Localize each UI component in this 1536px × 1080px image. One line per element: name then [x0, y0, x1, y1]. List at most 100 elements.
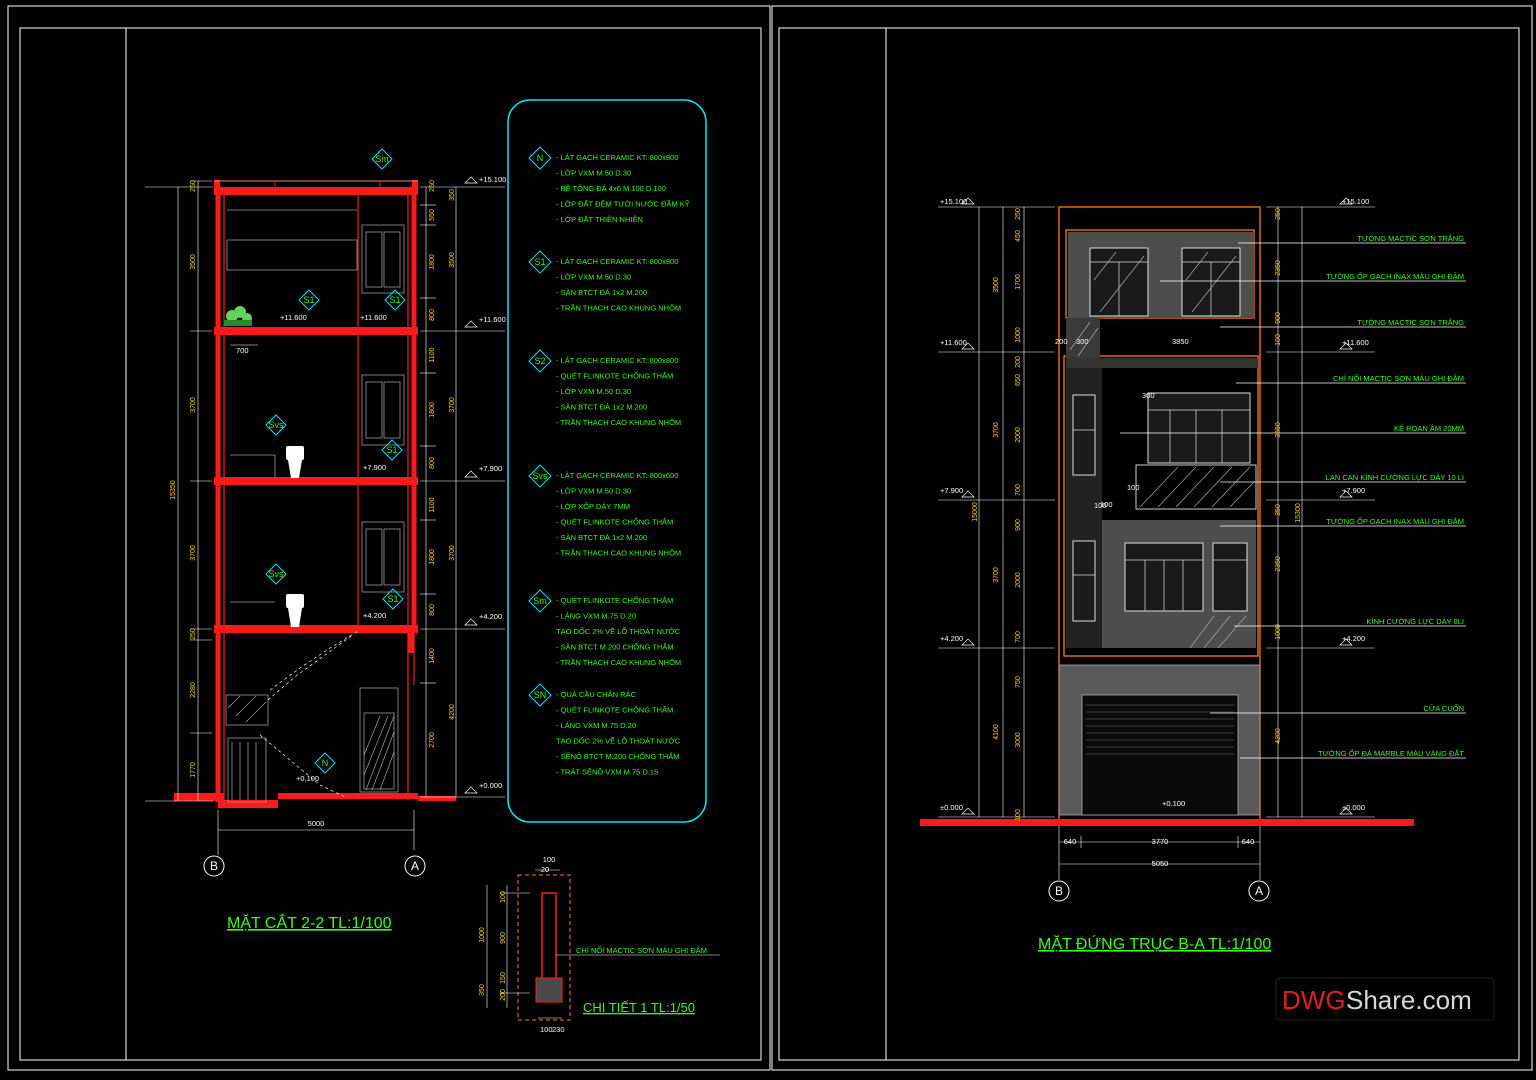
section-title: MẶT CẮT 2-2 TL:1/100 [227, 913, 392, 932]
dimension-width: 5000 [308, 819, 325, 828]
watermark-dwg: DWG [1282, 985, 1346, 1015]
dimension-text: 200 [1015, 356, 1022, 368]
dimension-text: 100 [543, 855, 556, 864]
elevation-note: KẺ ROAN ÂM 20MM [1394, 424, 1464, 433]
dimension-text: 350 [449, 189, 456, 201]
dimension-text: 100 [1015, 809, 1022, 821]
elevation-note: LAN CAN KÍNH CƯỜNG LỰC DÀY 10 LI [1326, 473, 1464, 482]
elevation-note: CHỈ NỐI MACTIC SƠN MÀU GHI ĐẬM [1333, 373, 1464, 383]
legend-line: - SÊNÔ BTCT M.200 CHỐNG THẤM [556, 751, 680, 761]
legend-line: - LÁT GẠCH CERAMIC KT: 800x800 [556, 257, 678, 266]
level-mark-right: +15.100 [1342, 197, 1369, 206]
dimension-text: 900 [1015, 519, 1022, 531]
dimension-total: 5050 [1152, 859, 1169, 868]
dimension-text: 650 [1015, 374, 1022, 386]
level-mark-inner: +11.600 [280, 313, 307, 322]
material-tag-label: Sm [375, 154, 389, 164]
legend-line: - LỚP ĐẤT THIÊN NHIÊN [556, 214, 643, 224]
dimension-text: 750 [1015, 676, 1022, 688]
detail-drawing: CHỈ NỐI MACTIC SƠN MÀU GHI ĐẬM1002010090… [479, 855, 720, 1034]
legend-line: - LÁT GẠCH CERAMIC KT: 800x800 [556, 356, 678, 365]
legend-line: TẠO DỐC 2% VỀ LỖ THOÁT NƯỚC [556, 736, 681, 746]
dimension-text: 2700 [429, 732, 436, 748]
legend-line: - TRẦN THẠCH CAO KHUNG NHÔM [556, 657, 681, 667]
level-mark: +7.900 [479, 464, 502, 473]
material-tag-label: N [322, 758, 329, 768]
dimension-text: 800 [429, 604, 436, 616]
material-tag [382, 588, 404, 610]
axis-bubble [203, 855, 225, 877]
legend-line: - LỚP VXM M.50 D.30 [556, 169, 631, 178]
legend-box: N- LÁT GẠCH CERAMIC KT: 800x800- LỚP VXM… [507, 99, 707, 823]
toilet-icon [286, 446, 304, 627]
legend-tag-label: S1 [534, 257, 545, 267]
elevation-title: MẶT ĐỨNG TRỤC B-A TL:1/100 [1038, 934, 1271, 953]
legend-line: - LÁNG VXM M.75 D.20 [556, 721, 636, 730]
material-tag [265, 414, 287, 436]
material-tag-label: S1 [387, 594, 398, 604]
section-drawing: SmS1S1SvsS1SvsS1N+15.100+11.600+7.900+4.… [145, 148, 506, 877]
dimension-inner: 300 [1142, 391, 1155, 400]
dimension-inner: 100 [1100, 500, 1113, 509]
level-mark-right: +7.900 [1342, 486, 1365, 495]
floor-slabs [174, 180, 456, 808]
dimension-text: 1770 [190, 762, 197, 778]
dimension-total: 15350 [170, 480, 177, 500]
dimension-text: 900 [1275, 312, 1282, 324]
dimension-text: 200 [500, 989, 507, 1001]
level-mark-inner: +0.100 [1162, 799, 1185, 808]
dimension-text: 4100 [993, 724, 1000, 740]
material-tag-label: Svs [268, 569, 284, 579]
dimension-text: 3500 [993, 277, 1000, 293]
material-tag-label: S1 [303, 295, 314, 305]
legend-line: - LÁNG VXM M.75 D.20 [556, 612, 636, 621]
dimension-text: 700 [1015, 631, 1022, 643]
dimension-text: 1800 [429, 549, 436, 565]
dimension-text: 550 [429, 209, 436, 221]
dimension-text: 640 [1242, 837, 1255, 846]
dimension-text: 250 [429, 180, 436, 192]
axis-label-b: B [210, 859, 218, 873]
axis-label-a: A [1255, 884, 1263, 898]
dimension-inner: 100 [1094, 501, 1107, 510]
level-mark-right: +4.200 [1342, 634, 1365, 643]
dimension-text: 3700 [993, 567, 1000, 583]
dimension-text: 1800 [429, 254, 436, 270]
material-tag [384, 289, 406, 311]
dimension-text: 800 [429, 457, 436, 469]
dimension-text: 2350 [1275, 556, 1282, 572]
legend-line: - SÀN BTCT ĐÁ 1x2 M.200 [556, 533, 647, 542]
level-mark-inner: +11.600 [360, 313, 387, 322]
watermark-share: Share.com [1346, 985, 1472, 1015]
detail-note: CHỈ NỐI MACTIC SƠN MÀU GHI ĐẬM [576, 945, 707, 955]
dimension-text: 3650 [1275, 422, 1282, 438]
level-mark-left: ±0.000 [940, 803, 963, 812]
legend-tag-label: S2 [534, 356, 545, 366]
material-tag [371, 148, 393, 170]
dimension-text: 150 [500, 972, 507, 984]
legend-line: - SÀN BTCT ĐÁ 1x2 M.200 [556, 288, 647, 297]
dimension-text: 640 [1064, 837, 1077, 846]
axis-label-b: B [1055, 884, 1063, 898]
dimension-text: 230 [552, 1025, 565, 1034]
level-mark-inner: +0.100 [296, 774, 319, 783]
dimension-text: 3700 [190, 397, 197, 413]
dimension-text: 100 [540, 1025, 553, 1034]
elevation-note: TƯỜNG ỐP GẠCH INAX MÀU GHI ĐẬM [1326, 516, 1464, 526]
level-mark-right: +11.600 [1342, 338, 1369, 347]
level-mark-right: ±0.000 [1342, 803, 1365, 812]
dimension-text: 100 [1275, 334, 1282, 346]
dimension-text: 1100 [429, 347, 436, 362]
legend-line: - TRẦN THẠCH CAO KHUNG NHÔM [556, 303, 681, 313]
material-tag-label: Svs [268, 420, 284, 430]
dimension-text: 3000 [1015, 732, 1022, 748]
dimension-inner: 100 [1127, 483, 1140, 492]
dimension-text: 3700 [993, 422, 1000, 438]
dimension-text: 900 [500, 932, 507, 944]
dimension-text: 1400 [429, 648, 436, 664]
legend-tag-label: Sm [533, 596, 547, 606]
dimension-text: 250 [1015, 208, 1022, 220]
level-mark: +0.000 [479, 781, 502, 790]
